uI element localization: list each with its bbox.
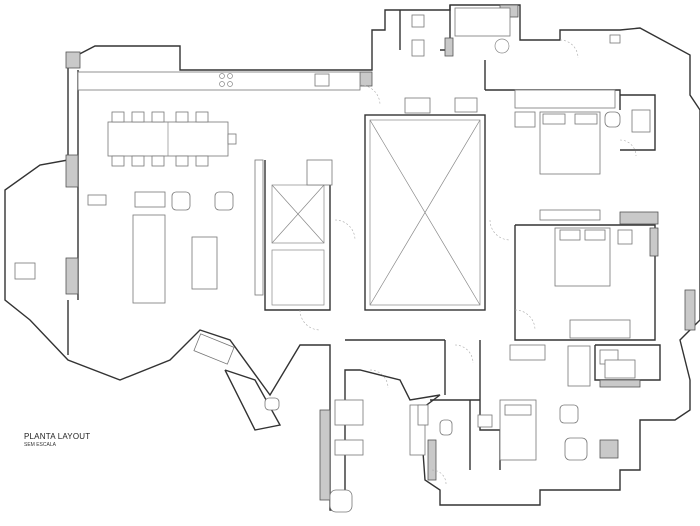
kitchen	[77, 71, 361, 91]
structural-pillars	[65, 4, 696, 501]
living-room-furniture	[14, 159, 333, 304]
plan-title: PLANTA LAYOUT	[24, 432, 91, 441]
bathroom-fixtures	[193, 7, 651, 436]
plan-scale-note: SEM ESCALA	[24, 442, 56, 448]
bedroom-furniture	[329, 89, 633, 513]
dining-table	[107, 111, 237, 167]
door-swings	[299, 39, 637, 485]
